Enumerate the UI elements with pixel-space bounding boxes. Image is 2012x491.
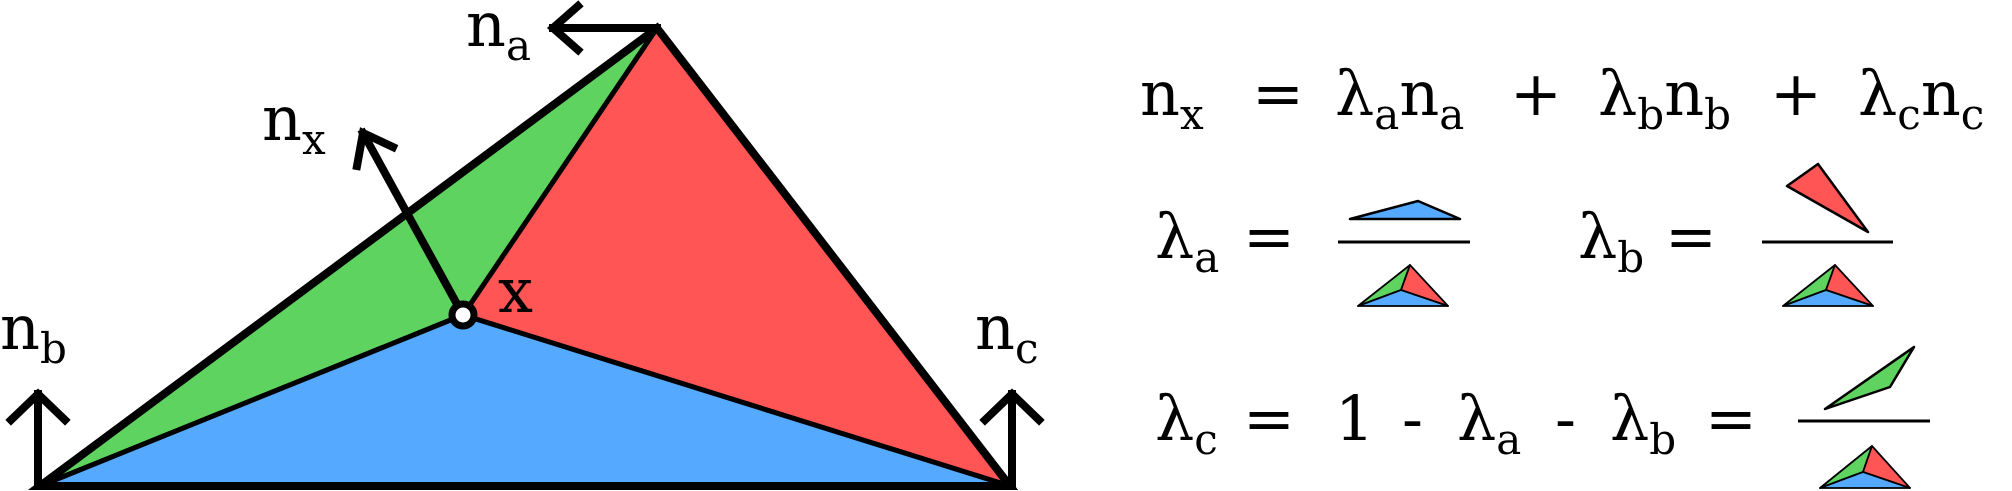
- equation-lambda-b: λb =: [1578, 162, 1893, 307]
- mini-triangle-icon: [1348, 199, 1462, 221]
- mini-triangle-icon: [1819, 445, 1911, 489]
- eq1-term-b: λbnb: [1598, 57, 1731, 139]
- normal-arrows: [5, 0, 1045, 490]
- normal-arrow-icon: [546, 0, 661, 56]
- eq2-lambda-a: λa: [1155, 200, 1219, 282]
- mini-triangle-icon: [1357, 264, 1449, 307]
- normal-arrow-icon: [979, 388, 1045, 490]
- eq3-equals: =: [1665, 200, 1717, 273]
- eq4-lambda-c: λc: [1155, 382, 1218, 464]
- equation-lambda-c: λc = 1 - λa - λb =: [1155, 345, 1930, 489]
- label-nc: nc: [975, 291, 1038, 373]
- label-na: na: [466, 0, 531, 70]
- eq4-equals-2: =: [1705, 382, 1757, 455]
- label-x: x: [498, 254, 533, 327]
- eq1-plus-2: +: [1770, 57, 1822, 130]
- mini-triangle-icon: [1785, 162, 1870, 234]
- eq1-term-a: λana: [1335, 57, 1464, 139]
- diagram-labels: na nx x nb nc: [0, 0, 1038, 373]
- eq2-equals: =: [1243, 200, 1295, 273]
- equation-lambda-a: λa =: [1155, 199, 1470, 307]
- label-nx: nx: [262, 82, 326, 164]
- main-triangle: [27, 22, 1019, 490]
- mini-triangle-icon: [1782, 264, 1874, 307]
- equation-nx: nx = λana + λbnb + λcnc: [1140, 57, 1984, 139]
- eq1-equals: =: [1252, 57, 1304, 130]
- point-x-icon: [448, 300, 478, 330]
- eq1-nx: nx: [1140, 57, 1204, 139]
- eq4-lambda-b: λb: [1610, 382, 1676, 464]
- eq4-minus-2: -: [1555, 382, 1576, 455]
- eq4-lambda-a: λa: [1457, 382, 1521, 464]
- eq4-equals-1: =: [1243, 382, 1295, 455]
- eq3-lambda-b: λb: [1578, 200, 1644, 282]
- eq4-one: 1: [1335, 382, 1374, 455]
- eq4-minus-1: -: [1402, 382, 1423, 455]
- normal-arrow-icon: [352, 127, 469, 321]
- mini-triangle-icon: [1823, 345, 1916, 411]
- main-triangle-outline: [27, 22, 1019, 490]
- eq1-plus-1: +: [1510, 57, 1562, 130]
- normal-arrow-icon: [5, 388, 71, 490]
- eq1-term-c: λcnc: [1858, 57, 1984, 139]
- label-nb: nb: [0, 291, 67, 373]
